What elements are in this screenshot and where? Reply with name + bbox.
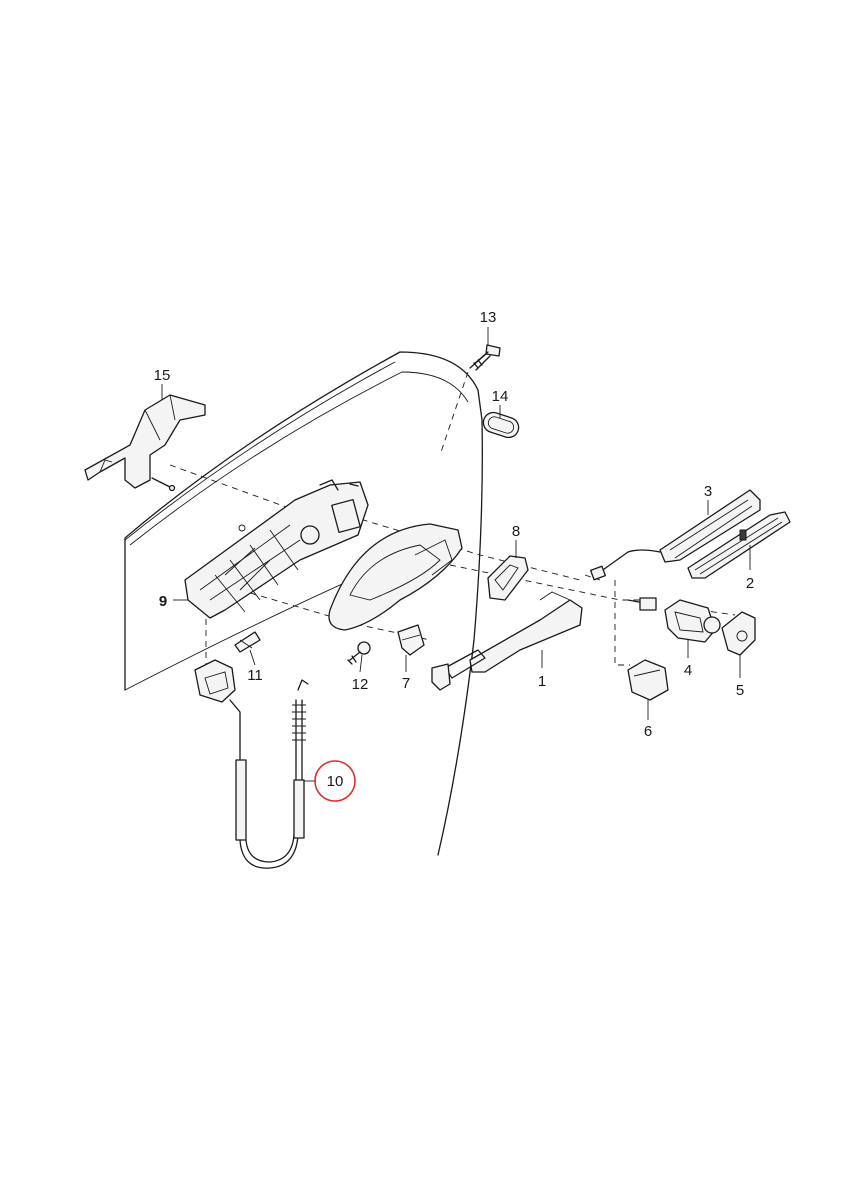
label-15: 15 <box>154 367 171 384</box>
part-7-clip <box>397 624 425 656</box>
part-5-cap <box>721 611 756 656</box>
label-7: 7 <box>402 675 410 692</box>
handle-recess <box>328 523 463 631</box>
part-10-cable <box>194 659 309 869</box>
callout-labels: 1 2 3 4 5 6 7 8 9 10 11 12 13 14 15 <box>154 309 755 790</box>
leader-lines <box>161 327 751 782</box>
assembly-lines <box>169 371 736 666</box>
label-10: 10 <box>327 773 344 790</box>
label-14: 14 <box>492 388 509 405</box>
part-1-handle <box>431 591 583 691</box>
label-12: 12 <box>352 676 369 693</box>
part-11-clip <box>234 631 261 653</box>
label-6: 6 <box>644 723 652 740</box>
label-9: 9 <box>159 593 167 610</box>
part-2-sensor <box>687 511 791 579</box>
label-2: 2 <box>746 575 754 592</box>
part-14-grommet <box>482 411 520 439</box>
highlight-circle-10[interactable] <box>314 760 356 802</box>
part-13-screw <box>469 344 501 371</box>
label-11: 11 <box>247 667 263 684</box>
part-4-lock-cylinder <box>627 597 721 643</box>
part-3-seal <box>599 489 761 573</box>
label-5: 5 <box>736 682 744 699</box>
connector <box>590 565 606 581</box>
label-8: 8 <box>512 523 520 540</box>
part-9-handle-carrier <box>184 479 369 619</box>
label-3: 3 <box>704 483 712 500</box>
label-13: 13 <box>480 309 497 326</box>
part-8-gasket <box>487 555 529 601</box>
part-15-bracket <box>84 394 206 492</box>
part-12-screw <box>347 641 371 665</box>
part-6-cover <box>627 659 669 701</box>
label-1: 1 <box>538 673 546 690</box>
label-4: 4 <box>684 662 692 679</box>
